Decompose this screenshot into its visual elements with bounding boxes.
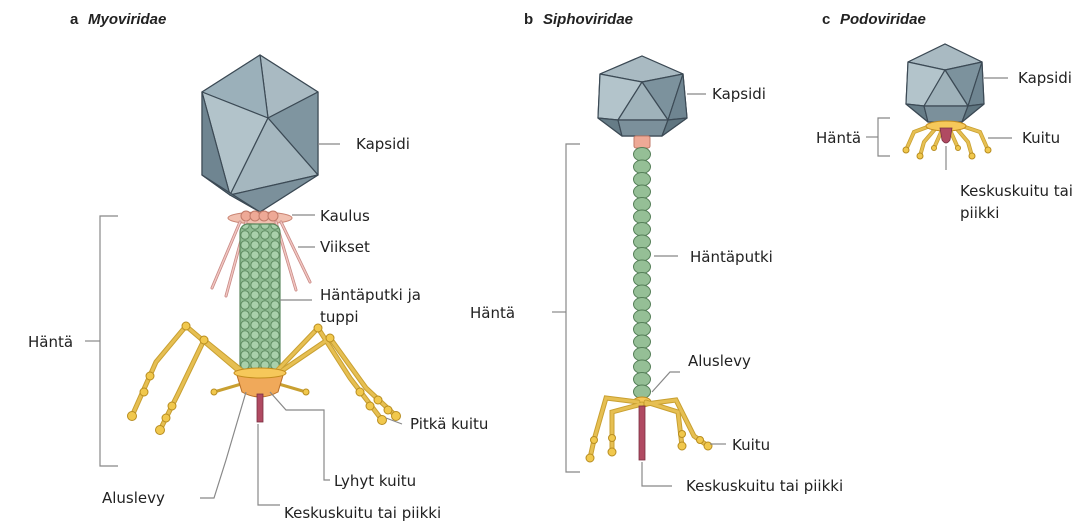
podoviridae-tail-bracket — [878, 118, 890, 156]
panel-a-letter: a — [70, 11, 79, 28]
label-c-tail: Häntä — [816, 129, 861, 147]
label-a-spike: Keskuskuitu tai piikki — [284, 504, 441, 522]
label-a-tail-sheath-line2: tuppi — [320, 308, 359, 326]
label-a-baseplate: Aluslevy — [102, 489, 165, 507]
panel-b-title: Siphoviridae — [543, 11, 633, 28]
label-a-collar: Kaulus — [320, 207, 370, 225]
tail-tube-segment — [634, 335, 651, 349]
siphoviridae-spike — [639, 406, 645, 460]
myoviridae-tail-bracket — [100, 216, 118, 466]
label-c-spike-line1: Keskuskuitu tai — [960, 182, 1073, 200]
siphoviridae-capsid — [598, 56, 687, 136]
panel-a: a Myoviridae — [28, 11, 488, 522]
label-b-spike: Keskuskuitu tai piikki — [686, 477, 843, 495]
tail-tube-segment — [634, 210, 651, 224]
siphoviridae-tail-bracket — [566, 144, 580, 472]
label-a-tail: Häntä — [28, 333, 73, 351]
myoviridae-spike — [257, 394, 263, 422]
label-b-baseplate: Aluslevy — [688, 352, 751, 370]
panel-a-title: Myoviridae — [88, 11, 166, 28]
label-a-capsid: Kapsidi — [356, 135, 410, 153]
label-a-long-fiber: Pitkä kuitu — [410, 415, 488, 433]
label-b-capsid: Kapsidi — [712, 85, 766, 103]
siphoviridae-collar — [634, 136, 650, 148]
panel-b-letter: b — [524, 11, 533, 28]
tail-tube-segment — [634, 310, 651, 324]
label-a-short-fiber: Lyhyt kuitu — [334, 472, 416, 490]
tail-tube-segment — [634, 373, 651, 387]
tail-tube-segment — [634, 223, 651, 237]
podoviridae-spike — [940, 128, 952, 143]
panel-b: b Siphoviridae — [470, 11, 843, 495]
tail-tube-segment — [634, 323, 651, 337]
podoviridae-capsid — [906, 44, 984, 122]
tail-tube-segment — [634, 185, 651, 199]
tail-tube-segment — [634, 385, 651, 399]
tail-tube-segment — [634, 260, 651, 274]
myoviridae-tail-sheath — [240, 224, 280, 372]
label-a-whiskers: Viikset — [320, 238, 370, 256]
tail-tube-segment — [634, 248, 651, 262]
tail-tube-segment — [634, 198, 651, 212]
label-a-tail-sheath-line1: Häntäputki ja — [320, 286, 421, 304]
tail-tube-segment — [634, 173, 651, 187]
label-c-capsid: Kapsidi — [1018, 69, 1072, 87]
myoviridae-capsid — [202, 55, 318, 212]
siphoviridae-fibers — [586, 398, 712, 462]
tail-tube-segment — [634, 235, 651, 249]
label-c-spike-line2: piikki — [960, 204, 999, 222]
label-b-fiber: Kuitu — [732, 436, 770, 454]
tail-tube-segment — [634, 273, 651, 287]
tail-tube-segment — [634, 348, 651, 362]
tail-tube-segment — [634, 285, 651, 299]
label-c-fiber: Kuitu — [1022, 129, 1060, 147]
tail-tube-segment — [634, 360, 651, 374]
label-b-tail: Häntä — [470, 304, 515, 322]
siphoviridae-tail-tube — [634, 148, 651, 399]
tail-tube-segment — [634, 148, 651, 162]
panel-c-title: Podoviridae — [840, 11, 926, 28]
panel-c: c Podoviridae — [816, 11, 1073, 222]
panel-c-letter: c — [822, 11, 830, 28]
tail-tube-segment — [634, 298, 651, 312]
myoviridae-baseplate — [234, 368, 286, 397]
tail-tube-segment — [634, 160, 651, 174]
label-b-tail-tube: Häntäputki — [690, 248, 773, 266]
